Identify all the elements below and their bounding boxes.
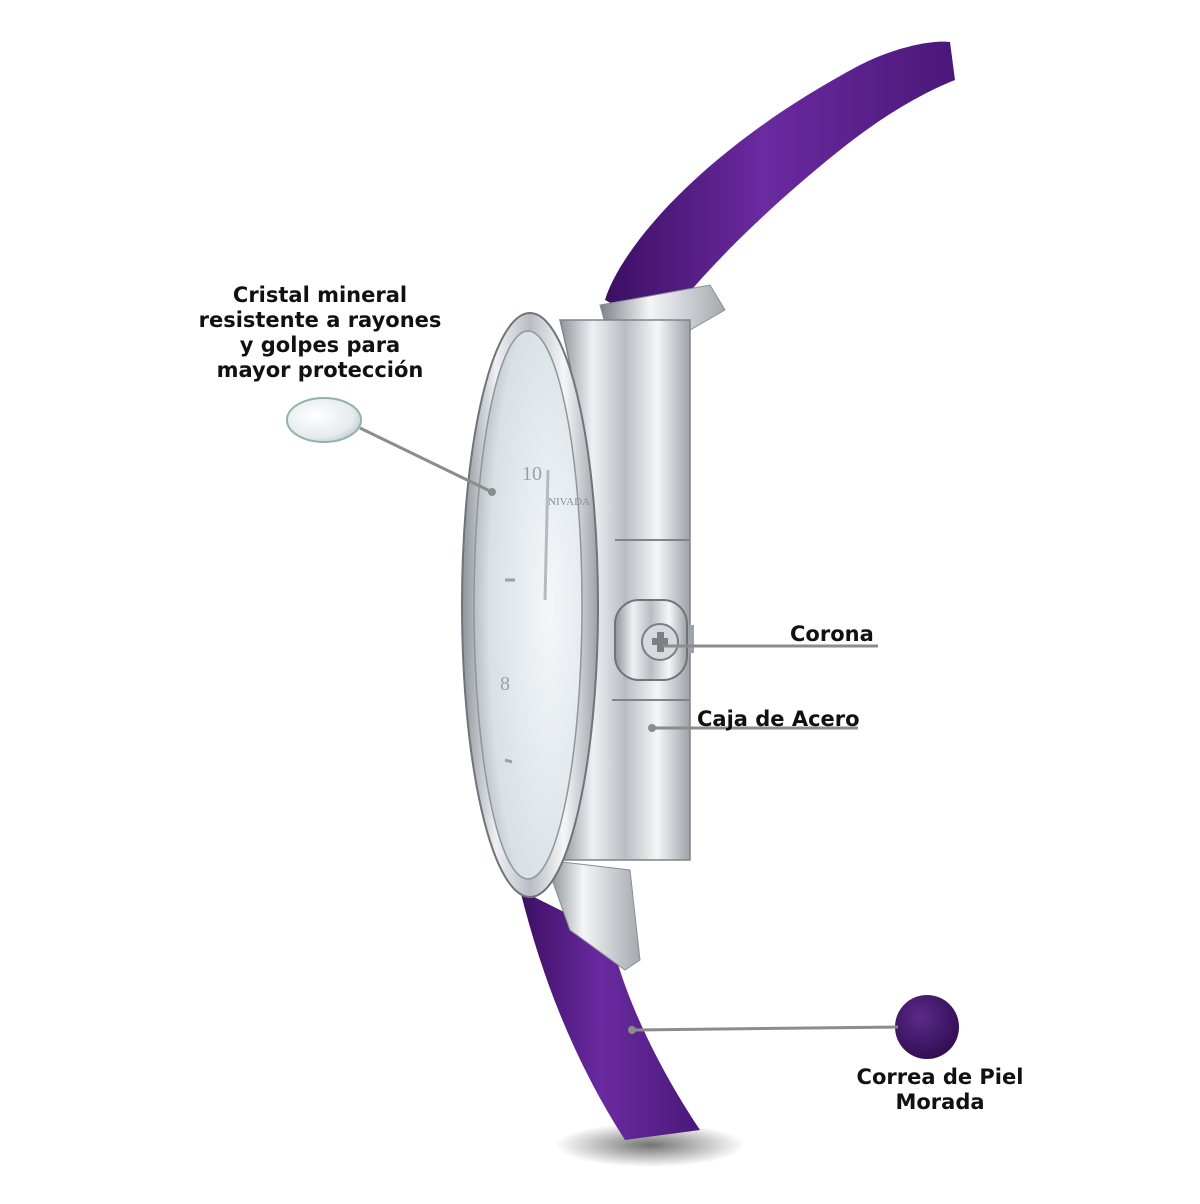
crown-cross-logo-icon — [641, 623, 679, 661]
strap-leader-line — [631, 1025, 899, 1032]
upper-strap — [605, 41, 955, 331]
dial-numeral: 8 — [500, 673, 510, 695]
crown-callout: Corona — [790, 622, 890, 647]
crystal-callout-line: resistente a rayones — [198, 308, 442, 332]
lower-lug — [544, 859, 641, 971]
crystal-callout: Cristal mineral resistente a rayones y g… — [185, 283, 455, 383]
crystal-callout-line: Cristal mineral — [232, 283, 408, 307]
dial-brand: NIVADA — [548, 496, 590, 508]
strap-swatch-icon — [895, 995, 959, 1059]
dial-numeral: 10 — [522, 463, 542, 485]
minute-hand — [543, 469, 550, 601]
dial-marker — [504, 758, 513, 764]
crystal-callout-line: mayor protección — [216, 358, 424, 382]
case-callout: Caja de Acero — [697, 707, 897, 732]
crystal-leader-dot — [488, 488, 496, 496]
lower-strap — [520, 890, 700, 1140]
crystal-callout-line: y golpes para — [239, 333, 401, 357]
strap-callout-line: Morada — [895, 1090, 985, 1114]
floor-shadow — [555, 1123, 745, 1167]
dial — [473, 330, 583, 880]
case-callout-label: Caja de Acero — [697, 707, 860, 731]
crystal-leader-line — [359, 426, 493, 494]
strap-leader-dot — [628, 1026, 636, 1034]
crown-callout-label: Corona — [790, 622, 874, 646]
case-leader-dot — [648, 724, 656, 732]
crystal-lens-icon — [286, 397, 362, 443]
strap-callout-line: Correa de Piel — [856, 1065, 1024, 1089]
strap-callout: Correa de Piel Morada — [835, 1065, 1045, 1115]
